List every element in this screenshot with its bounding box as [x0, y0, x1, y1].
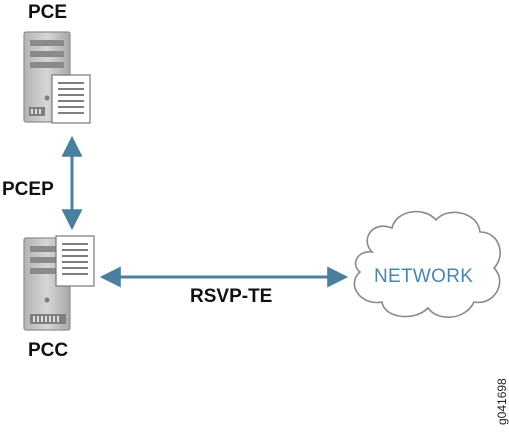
pcep-label: PCEP — [2, 179, 54, 201]
rsvp-te-label: RSVP-TE — [190, 286, 272, 308]
pce-document-icon — [52, 75, 90, 123]
pce-label: PCE — [28, 2, 67, 24]
pcc-label: PCC — [28, 340, 68, 362]
network-label: NETWORK — [374, 266, 473, 288]
pcc-document-icon — [56, 236, 94, 286]
network-cloud-icon — [354, 212, 500, 318]
figure-id-label: g041698 — [495, 378, 509, 425]
